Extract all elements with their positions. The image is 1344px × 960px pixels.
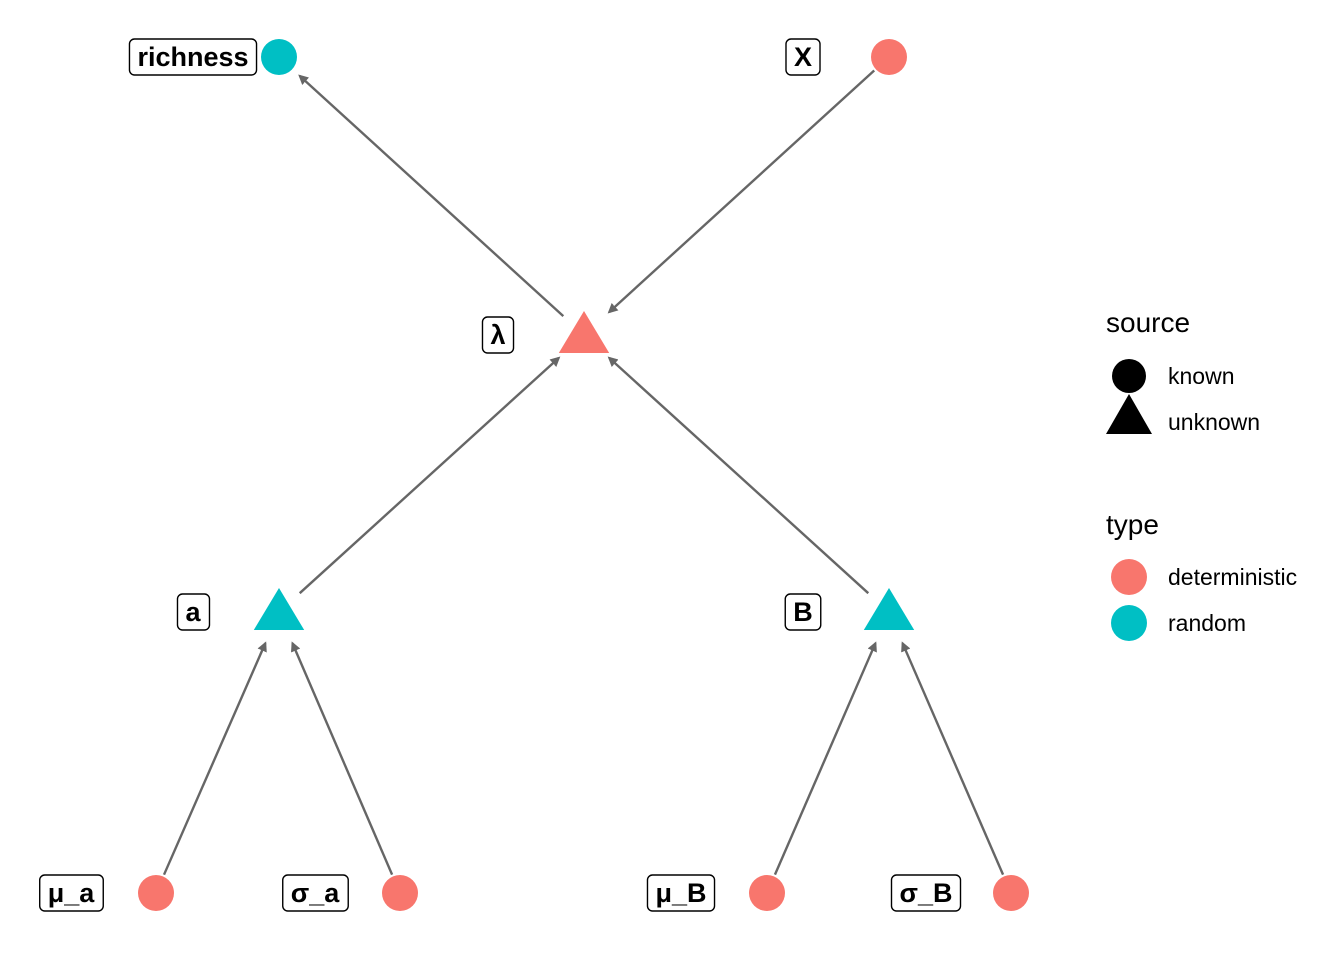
- legend-deterministic-label: deterministic: [1168, 564, 1297, 590]
- node-label-box: [481, 316, 515, 354]
- node-label-X: X: [785, 38, 821, 76]
- edge-lambda-to-richness: [298, 74, 565, 318]
- legend-source: source known unknown: [1106, 307, 1260, 435]
- node-label-mu_B: μ_B: [646, 874, 716, 912]
- node-label-box: [890, 874, 962, 912]
- edges-layer: [162, 69, 1005, 876]
- node-sigma_B: [993, 875, 1029, 911]
- node-label-box: [39, 874, 104, 912]
- legend-deterministic-swatch: [1111, 559, 1147, 595]
- node-label-a: a: [176, 593, 211, 631]
- node-label-box: [646, 874, 716, 912]
- node-label-text: X: [794, 42, 812, 72]
- node-label-lambda: λ: [481, 316, 515, 354]
- legend: source known unknown type deterministic …: [1106, 307, 1297, 641]
- node-label-sigma_B: σ_B: [890, 874, 962, 912]
- legend-source-title: source: [1106, 307, 1190, 338]
- node-label-text: λ: [490, 320, 505, 350]
- legend-source-known-label: known: [1168, 363, 1234, 389]
- node-label-sigma_a: σ_a: [282, 874, 349, 912]
- node-label-box: [282, 874, 349, 912]
- node-label-mu_a: μ_a: [39, 874, 104, 912]
- legend-type-title: type: [1106, 509, 1159, 540]
- triangle-icon: [1106, 394, 1152, 434]
- edge-mu_a-to-a: [162, 641, 267, 876]
- node-mu_a: [138, 875, 174, 911]
- node-label-text: B: [793, 597, 813, 627]
- node-lambda: [558, 311, 610, 353]
- node-a: [253, 588, 305, 630]
- node-label-text: richness: [137, 42, 248, 72]
- node-richness: [261, 39, 297, 75]
- legend-source-unknown-label: unknown: [1168, 409, 1260, 435]
- node-mu_B: [749, 875, 785, 911]
- node-label-text: σ_a: [291, 878, 340, 908]
- node-label-box: [128, 38, 258, 76]
- node-label-B: B: [784, 593, 822, 631]
- node-B: [863, 588, 915, 630]
- node-label-text: σ_B: [900, 878, 953, 908]
- node-label-text: μ_a: [48, 878, 96, 908]
- edge-a-to-lambda: [298, 356, 561, 595]
- edge-X-to-lambda: [607, 69, 876, 314]
- edge-sigma_B-to-B: [901, 641, 1005, 876]
- node-label-text: a: [185, 597, 201, 627]
- node-label-box: [784, 593, 822, 631]
- legend-random-label: random: [1168, 610, 1246, 636]
- edge-sigma_a-to-a: [291, 641, 394, 876]
- circle-icon: [1112, 359, 1146, 393]
- nodes-layer: [138, 39, 1029, 911]
- edge-mu_B-to-B: [773, 641, 877, 876]
- node-label-richness: richness: [128, 38, 258, 76]
- node-label-box: [176, 593, 211, 631]
- node-label-box: [785, 38, 821, 76]
- node-label-text: μ_B: [655, 878, 706, 908]
- edge-B-to-lambda: [607, 356, 870, 595]
- node-X: [871, 39, 907, 75]
- node-sigma_a: [382, 875, 418, 911]
- legend-type: type deterministic random: [1106, 509, 1297, 641]
- legend-random-swatch: [1111, 605, 1147, 641]
- labels-layer: richness Xλ a Bμ_a σ_a μ_B σ_B: [39, 38, 962, 912]
